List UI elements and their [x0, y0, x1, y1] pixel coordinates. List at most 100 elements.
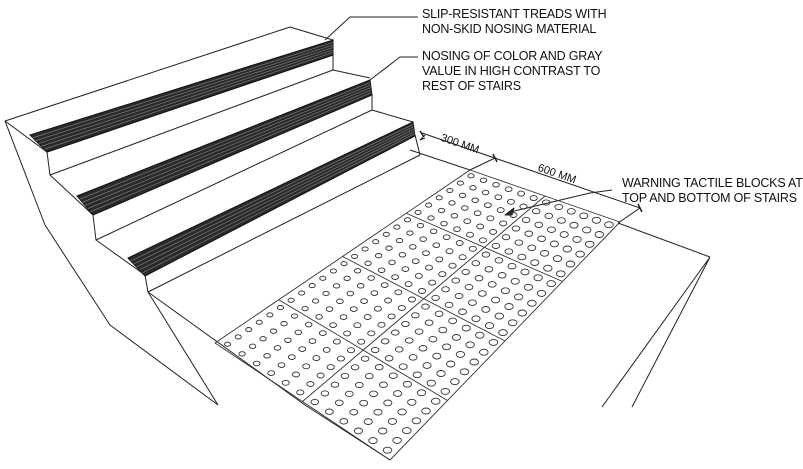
tactile-dot — [468, 245, 477, 252]
annotation-treads: SLIP-RESISTANT TREADS WITH NON-SKID NOSI… — [422, 7, 607, 37]
nosing-groove — [38, 47, 334, 144]
tactile-dot — [498, 329, 508, 337]
leader-treads — [324, 16, 418, 41]
tactile-dot — [336, 298, 344, 305]
tactile-dot — [540, 249, 550, 257]
tactile-dot — [464, 283, 474, 291]
tactile-dot — [298, 290, 306, 296]
tactile-dot — [267, 370, 276, 376]
tactile-dot — [552, 255, 563, 263]
tactile-dot — [514, 239, 524, 246]
tactile-dot — [432, 352, 442, 360]
tactile-dot — [458, 308, 467, 316]
tactile-dot — [465, 341, 475, 349]
tactile-dot — [224, 341, 232, 347]
tactile-dot — [458, 192, 467, 199]
tactile-dot — [315, 314, 323, 320]
tactile-dot — [326, 364, 335, 371]
tactile-dot — [269, 328, 278, 334]
tactile-dot — [511, 225, 521, 232]
tactile-dot — [310, 398, 320, 406]
tactile-dot — [429, 228, 438, 235]
tactile-dot — [549, 240, 559, 248]
tactile-dot — [507, 319, 518, 327]
tactile-dot — [387, 313, 396, 320]
tactile-dot — [330, 381, 340, 388]
tactile-dot — [441, 286, 450, 293]
tactile-dot — [481, 306, 491, 313]
tactile-dot — [492, 181, 500, 188]
tactile-dot — [520, 268, 530, 276]
tactile-dot — [360, 355, 370, 362]
nosing-strips — [29, 39, 416, 277]
tactile-dot — [448, 200, 456, 206]
tactile-dot — [425, 202, 433, 208]
tactile-dot — [414, 209, 422, 215]
tactile-dot — [336, 355, 345, 362]
tactile-dot — [481, 189, 490, 196]
tactile-dot — [402, 427, 412, 435]
tactile-dot — [426, 379, 436, 387]
tactile-dot — [469, 358, 479, 366]
annotation-text: REST OF STAIRS — [422, 79, 521, 93]
tactile-dot — [497, 272, 507, 279]
tactile-dot — [287, 354, 296, 360]
tactile-dot — [463, 218, 472, 225]
tactile-dot — [384, 355, 394, 362]
tactile-dot — [536, 289, 547, 297]
tactile-dot — [565, 260, 576, 268]
tactile-dot — [332, 338, 341, 345]
tactile-dot — [484, 202, 492, 209]
tactile-dot — [298, 346, 307, 352]
tactile-dot — [340, 261, 348, 267]
nosing-groove — [139, 131, 415, 271]
tactile-dot — [350, 364, 360, 371]
tactile-dot — [559, 231, 569, 238]
tactile-dot — [556, 217, 566, 224]
tactile-block-grid — [214, 169, 621, 461]
tactile-dot — [425, 264, 433, 271]
tactile-dot — [340, 372, 350, 380]
tactile-dot — [382, 231, 390, 237]
tactile-dot — [529, 195, 538, 202]
tactile-dot — [543, 264, 553, 272]
leader-nosing — [369, 56, 418, 81]
tactile-dot — [416, 222, 425, 229]
tactile-dot — [572, 235, 582, 243]
tactile-dot — [566, 208, 576, 215]
tactile-dot — [440, 220, 448, 227]
tactile-dot — [471, 315, 481, 323]
tactile-dot — [370, 290, 379, 296]
tactile-dot — [450, 378, 460, 386]
tactile-dot — [494, 312, 504, 320]
tactile-dot — [395, 237, 404, 244]
nosing-strip — [127, 121, 416, 277]
tactile-dot — [444, 301, 454, 309]
tactile-dot — [461, 324, 471, 332]
tactile-dot — [370, 346, 380, 354]
tactile-dot — [504, 186, 513, 193]
block-joint — [214, 169, 471, 344]
leader-tactile — [509, 189, 613, 213]
tactile-dot — [446, 187, 454, 194]
tactile-dot — [411, 312, 420, 319]
nosing-groove — [87, 89, 372, 209]
tactile-dot — [454, 292, 464, 300]
tactile-dot — [473, 210, 482, 217]
annotation-text: SLIP-RESISTANT TREADS WITH — [422, 7, 607, 21]
nosing-groove — [79, 82, 371, 200]
tactile-dot — [343, 275, 351, 282]
tactile-dot — [514, 293, 524, 301]
tactile-dot — [604, 221, 614, 229]
tactile-dot — [582, 226, 592, 234]
tactile-dot — [353, 322, 362, 329]
tactile-dot — [373, 408, 383, 416]
tactile-dot — [422, 362, 432, 369]
tactile-dot — [524, 230, 534, 237]
tactile-dot — [391, 274, 399, 280]
tactile-dot — [471, 260, 481, 267]
tactile-dot — [407, 398, 417, 406]
tactile-dot — [316, 372, 325, 379]
tactile-dot — [432, 242, 441, 249]
